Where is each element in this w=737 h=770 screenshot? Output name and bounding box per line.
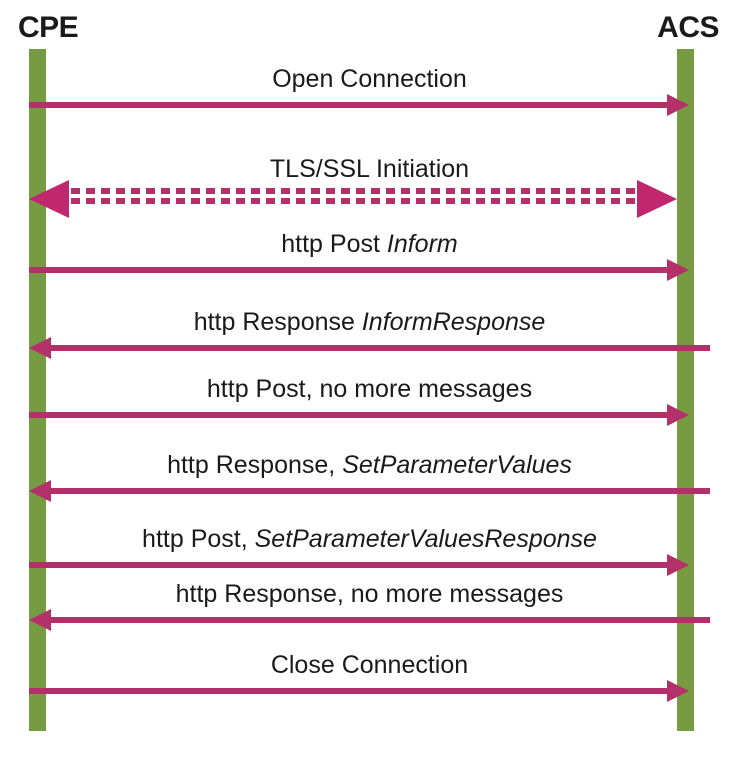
message-shaft-1: [29, 102, 667, 108]
message-label-5: http Post, no more messages: [29, 375, 710, 404]
message-label-9: Close Connection: [29, 651, 710, 680]
arrowhead-right-icon-7: [667, 554, 689, 576]
arrowhead-right-icon-2: [637, 180, 677, 218]
message-label-4-italic: InformResponse: [361, 308, 546, 336]
arrowhead-left-icon-4: [29, 337, 51, 359]
message-shaft-9: [29, 688, 667, 694]
message-label-8-roman: http Response, no more messages: [175, 580, 564, 608]
message-label-6: http Response, SetParameterValues: [29, 451, 710, 480]
arrowhead-left-icon-8: [29, 609, 51, 631]
actor-label-acs: ACS: [657, 11, 719, 44]
arrowhead-right-icon-3: [667, 259, 689, 281]
message-dash-track-2-lower: [71, 198, 635, 204]
message-shaft-5: [29, 412, 667, 418]
arrowhead-right-icon-9: [667, 680, 689, 702]
message-label-5-roman: http Post, no more messages: [206, 375, 533, 403]
message-label-7-italic: SetParameterValuesResponse: [254, 525, 597, 553]
message-label-2: TLS/SSL Initiation: [29, 155, 710, 184]
message-label-8: http Response, no more messages: [29, 580, 710, 609]
message-dash-track-2-upper: [71, 188, 635, 194]
message-shaft-4: [51, 345, 710, 351]
message-label-7: http Post, SetParameterValuesResponse: [29, 525, 710, 554]
message-label-4: http Response InformResponse: [29, 308, 710, 337]
message-label-4-roman: http Response: [193, 308, 362, 336]
arrowhead-right-icon-5: [667, 404, 689, 426]
message-shaft-8: [51, 617, 710, 623]
arrowhead-left-icon-6: [29, 480, 51, 502]
arrowhead-left-icon-2: [29, 180, 69, 218]
message-label-2-roman: TLS/SSL Initiation: [269, 155, 470, 183]
arrowhead-right-icon-1: [667, 94, 689, 116]
lifeline-cpe: [29, 49, 46, 731]
message-shaft-6: [51, 488, 710, 494]
message-label-6-roman: http Response,: [167, 451, 343, 479]
message-label-7-roman: http Post,: [142, 525, 255, 553]
actor-label-cpe: CPE: [18, 11, 79, 44]
message-label-3-roman: http Post: [281, 230, 387, 258]
message-label-1: Open Connection: [29, 65, 710, 94]
message-shaft-3: [29, 267, 667, 273]
message-label-3-italic: Inform: [386, 230, 458, 258]
message-label-3: http Post Inform: [29, 230, 710, 259]
message-label-1-roman: Open Connection: [272, 65, 467, 93]
message-label-9-roman: Close Connection: [270, 651, 469, 679]
message-shaft-7: [29, 562, 667, 568]
message-label-6-italic: SetParameterValues: [342, 451, 572, 479]
